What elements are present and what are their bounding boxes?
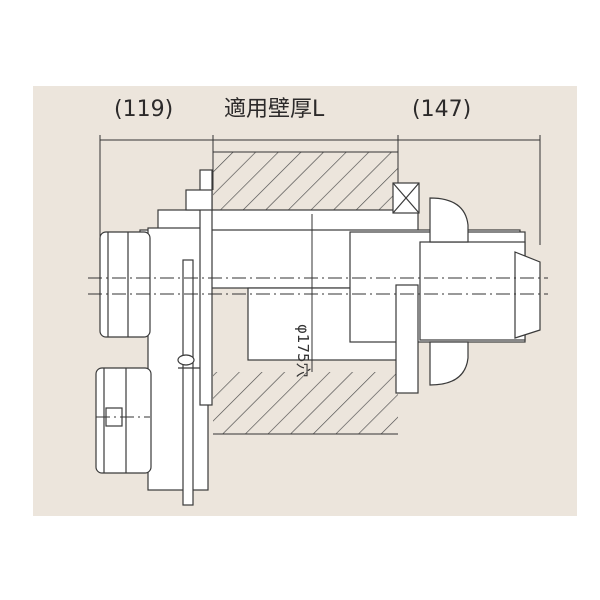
dimension-right-label: (147) (412, 97, 472, 122)
wall-flanges (185, 182, 420, 394)
dimension-left-label: (119) (114, 97, 174, 122)
indoor-body (147, 169, 213, 506)
hole-diameter-label: φ175穴 (294, 324, 312, 378)
center-line (88, 277, 548, 418)
wall-top (213, 151, 398, 214)
lower-connector (95, 367, 152, 474)
wing-nut (177, 354, 200, 369)
upper-connector (99, 231, 151, 338)
wall-bottom (213, 372, 398, 435)
dimension-wall-thickness-label: 適用壁厚L (224, 97, 325, 122)
terminal-cap (429, 197, 541, 386)
